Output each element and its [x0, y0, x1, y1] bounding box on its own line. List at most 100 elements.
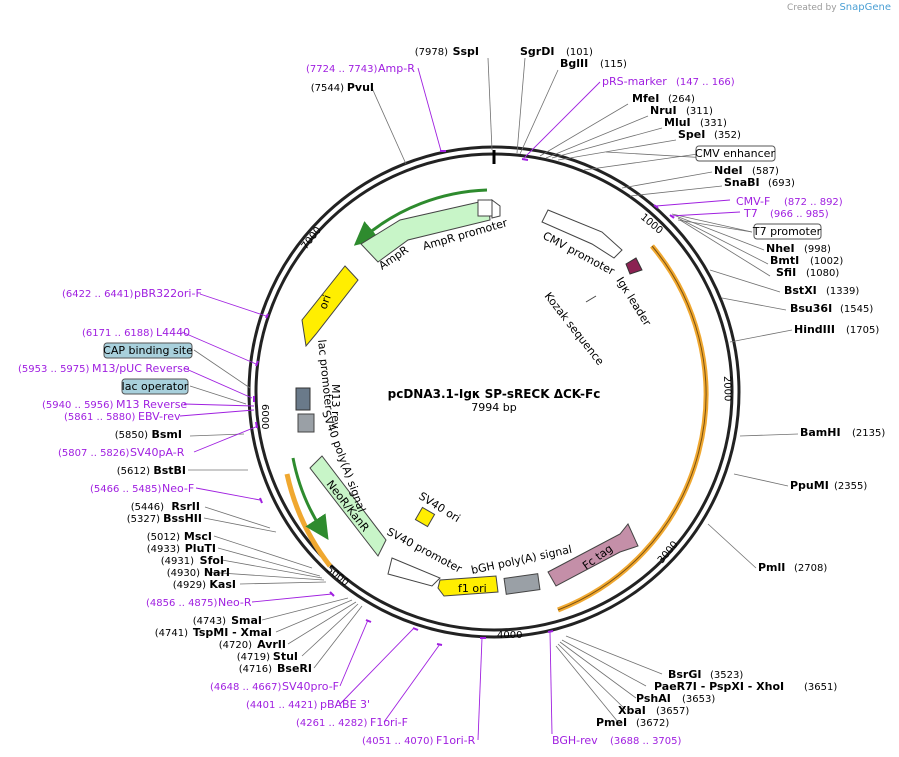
tick-5000: 5000: [324, 564, 351, 589]
primer-t7[interactable]: T7: [743, 207, 758, 220]
enzyme-bseri[interactable]: BseRI: [277, 662, 312, 675]
cmv-promoter-feature: [541, 209, 623, 259]
primer-pbr322ori-f[interactable]: pBR322ori-F: [134, 287, 202, 300]
primer-neo-f-pos: (5466 .. 5485): [90, 484, 162, 495]
enzyme-pshai[interactable]: PshAI: [636, 692, 671, 705]
enzyme-nari-pos: (4930): [167, 568, 200, 579]
enzyme-snabi[interactable]: SnaBI: [724, 176, 760, 189]
primer-pbabe3[interactable]: pBABE 3': [320, 698, 370, 711]
enzyme-ndei[interactable]: NdeI: [714, 164, 743, 177]
ampr-promoter-feature: [477, 199, 493, 217]
enzyme-bsrgi[interactable]: BsrGI: [668, 668, 701, 681]
grey-feature-left: [297, 413, 315, 433]
enzyme-bamhi[interactable]: BamHI: [800, 426, 841, 439]
primer-amp-r[interactable]: Amp-R: [378, 62, 415, 75]
enzyme-xbai-pos: (3657): [656, 706, 689, 717]
label-kozak: Kozak sequence: [542, 290, 607, 368]
ampr-feature: [360, 199, 491, 263]
enzyme-paer7i-pspxi-xhoi[interactable]: PaeR7I - PspXI - XhoI: [654, 680, 784, 693]
primer-amp-r-pos: (7724 .. 7743): [306, 64, 378, 75]
enzyme-hindiii[interactable]: HindIII: [794, 323, 835, 336]
enzyme-bsshii-pos: (5327): [127, 514, 160, 525]
primer-l4440[interactable]: L4440: [156, 326, 190, 339]
primer-f1ori-r[interactable]: F1ori-R: [436, 734, 476, 747]
label-cmv-enhancer[interactable]: CMV enhancer: [695, 147, 775, 160]
primer-m13-reverse[interactable]: M13 Reverse: [116, 398, 187, 411]
enzyme-bstxi[interactable]: BstXI: [784, 284, 817, 297]
label-cap-binding-site[interactable]: CAP binding site: [103, 344, 193, 357]
f1-ori-feature: [437, 575, 499, 597]
primer-f1ori-f[interactable]: F1ori-F: [370, 716, 408, 729]
enzyme-pluti[interactable]: PluTI: [185, 542, 216, 555]
primer-m13-reverse-pos: (5940 .. 5956): [42, 400, 114, 411]
kozak-feature: [585, 295, 597, 303]
plasmid-title: pcDNA3.1-Igκ SP-sRECK ΔCK-Fc: [388, 387, 601, 401]
enzyme-pmei[interactable]: PmeI: [596, 716, 627, 729]
enzyme-mlui-pos: (331): [700, 118, 727, 129]
enzyme-mlui[interactable]: MluI: [664, 116, 691, 129]
sv40-ori-feature: [414, 506, 436, 528]
enzyme-ppumi[interactable]: PpuMI: [790, 479, 829, 492]
enzyme-nrui[interactable]: NruI: [650, 104, 677, 117]
orf-arc-fc-core: [557, 245, 707, 611]
enzyme-pluti-pos: (4933): [147, 544, 180, 555]
enzyme-pvui[interactable]: PvuI: [347, 81, 374, 94]
enzyme-ndei-pos: (587): [752, 166, 779, 177]
enzyme-sfoi-pos: (4931): [161, 556, 194, 567]
enzyme-stui[interactable]: StuI: [273, 650, 298, 663]
enzyme-rsrii-pos: (5446): [131, 502, 164, 513]
primer-sv40pro-f-pos: (4648 .. 4667): [210, 682, 282, 693]
enzyme-sfii[interactable]: SfiI: [776, 266, 796, 279]
enzyme-smai[interactable]: SmaI: [231, 614, 262, 627]
primer-cmv-f[interactable]: CMV-F: [736, 195, 770, 208]
primer-bgh-rev[interactable]: BGH-rev: [552, 734, 598, 747]
enzyme-nari[interactable]: NarI: [204, 566, 230, 579]
orf-arc-neo: [284, 473, 332, 568]
primer-sv40pa-r[interactable]: SV40pA-R: [130, 446, 185, 459]
enzyme-bglii[interactable]: BglII: [560, 57, 588, 70]
tick-6000: 6000: [259, 404, 270, 429]
primer-t7-pos: (966 .. 985): [770, 209, 829, 220]
label-t7-promoter[interactable]: T7 promoter: [752, 225, 822, 238]
enzyme-bmti[interactable]: BmtI: [770, 254, 799, 267]
enzyme-pmei-pos: (3672): [636, 718, 669, 729]
ampr-promoter-arrow: [491, 199, 501, 219]
enzyme-nhei[interactable]: NheI: [766, 242, 795, 255]
enzyme-bstbi[interactable]: BstBI: [153, 464, 186, 477]
enzyme-xbai[interactable]: XbaI: [618, 704, 646, 717]
primer-pbr322ori-f-pos: (6422 .. 6441): [62, 289, 134, 300]
enzyme-avrii[interactable]: AvrII: [257, 638, 286, 651]
enzyme-msci[interactable]: MscI: [184, 530, 212, 543]
primer-prs-marker[interactable]: pRS-marker: [602, 75, 667, 88]
enzyme-pmli[interactable]: PmlI: [758, 561, 785, 574]
label-lac-operator[interactable]: lac operator: [122, 380, 189, 393]
primer-prs-marker-pos: (147 .. 166): [676, 77, 735, 88]
enzyme-sspi[interactable]: SspI: [453, 45, 479, 58]
primer-f1ori-r-pos: (4051 .. 4070): [362, 736, 434, 747]
enzyme-bsshii[interactable]: BssHII: [163, 512, 202, 525]
enzyme-ppumi-pos: (2355): [834, 481, 867, 492]
enzyme-kasi[interactable]: KasI: [209, 578, 236, 591]
primer-m13-puc-reverse[interactable]: M13/pUC Reverse: [92, 362, 190, 375]
enzyme-sgrdi[interactable]: SgrDI: [520, 45, 554, 58]
plasmid-length: 7994 bp: [471, 401, 516, 414]
primer-ebv-rev[interactable]: EBV-rev: [138, 410, 181, 423]
label-f1-ori: f1 ori: [458, 582, 487, 595]
enzyme-mfei[interactable]: MfeI: [632, 92, 659, 105]
primer-neo-f[interactable]: Neo-F: [162, 482, 194, 495]
enzyme-bsmi[interactable]: BsmI: [152, 428, 183, 441]
enzyme-spei[interactable]: SpeI: [678, 128, 705, 141]
igk-leader-feature: [625, 257, 643, 275]
enzyme-sfoi[interactable]: SfoI: [200, 554, 224, 567]
primer-neo-r[interactable]: Neo-R: [218, 596, 252, 609]
box-cap-binding-site: [103, 342, 193, 359]
enzyme-rsrii[interactable]: RsrII: [171, 500, 200, 513]
bgh-polya-feature: [503, 573, 541, 595]
credit-brand: SnapGene: [839, 2, 891, 13]
enzyme-bstbi-pos: (5612): [117, 466, 150, 477]
neor-kanr-feature: [309, 455, 387, 557]
enzyme-spei-pos: (352): [714, 130, 741, 141]
enzyme-bsu36i[interactable]: Bsu36I: [790, 302, 832, 315]
primer-sv40pro-f[interactable]: SV40pro-F: [282, 680, 339, 693]
enzyme-tspmi-xmai[interactable]: TspMI - XmaI: [193, 626, 272, 639]
